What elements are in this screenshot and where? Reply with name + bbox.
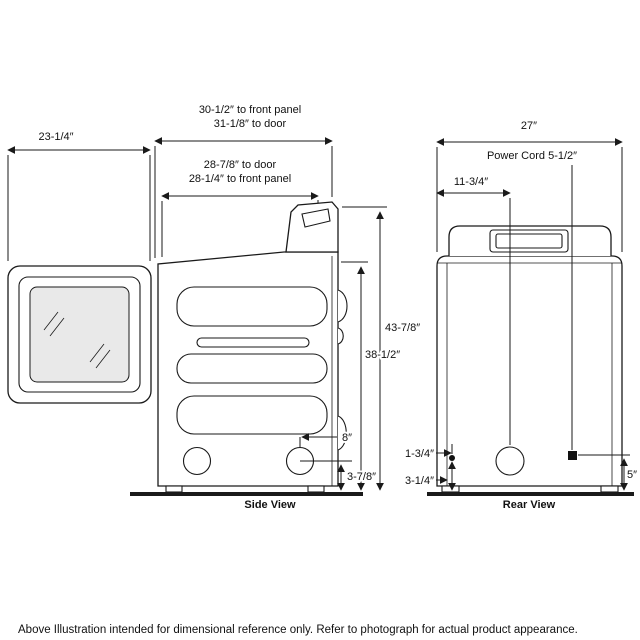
rear-foot-right <box>600 485 619 493</box>
dim-exhaust-from-left: 11-3/4″ <box>454 176 488 188</box>
footer-note: Above Illustration intended for dimensio… <box>18 624 578 636</box>
dim-power-cord: Power Cord 5-1/2″ <box>487 150 577 162</box>
rear-lower-bump <box>337 415 347 451</box>
dim-door-open: 23-1/4″ <box>38 131 73 143</box>
dim-exhaust-offset: 8″ <box>342 432 352 444</box>
dim-rear-width: 27″ <box>521 120 537 132</box>
rear-latch-bump <box>337 327 344 345</box>
front-port-circle <box>182 446 212 476</box>
rear-hinge-bump <box>337 289 348 323</box>
dim-depth-door: 31-1/8″ to door <box>214 118 287 130</box>
dim-height-total: 43-7/8″ <box>385 322 420 334</box>
side-view-drawing <box>7 201 363 496</box>
dim-cord-height: 5″ <box>627 469 637 481</box>
dim-exhaust-floor-height: 3-7/8″ <box>347 471 376 483</box>
rear-console-recess-inner <box>495 233 563 249</box>
glass-reflection-lines <box>43 311 111 369</box>
dim-height-body: 38-1/2″ <box>365 349 400 361</box>
rear-body <box>436 255 623 487</box>
rear-view-dimensions: 27″ Power Cord 5-1/2″ 11-3/4″ 1-3/4″ 3-1… <box>405 120 637 491</box>
exhaust-circle-rear <box>495 446 525 476</box>
door-glass <box>29 286 130 383</box>
rear-view-label: Rear View <box>503 499 556 511</box>
rear-foot-left <box>441 485 460 493</box>
console-display <box>301 208 331 228</box>
panel-recess-bottom <box>176 395 328 435</box>
power-cord-outlet <box>568 451 577 460</box>
panel-recess-middle <box>176 353 328 384</box>
side-foot-rear <box>307 485 325 493</box>
control-console <box>285 201 339 253</box>
vent-slot <box>196 337 310 348</box>
leveling-dot <box>449 455 455 461</box>
dim-inner-front-panel: 28-1/4″ to front panel <box>189 173 291 185</box>
dim-dot-height: 3-1/4″ <box>405 475 434 487</box>
side-view-label: Side View <box>244 499 296 511</box>
side-view-dimensions: 30-1/2″ to front panel 31-1/8″ to door 2… <box>7 104 422 491</box>
dim-depth-front-panel: 30-1/2″ to front panel <box>199 104 301 116</box>
side-foot-front <box>165 485 183 493</box>
dim-dot-offset: 1-3/4″ <box>405 448 434 460</box>
panel-recess-top <box>176 286 328 327</box>
rear-view-drawing <box>427 225 634 496</box>
dim-inner-door: 28-7/8″ to door <box>204 159 277 171</box>
